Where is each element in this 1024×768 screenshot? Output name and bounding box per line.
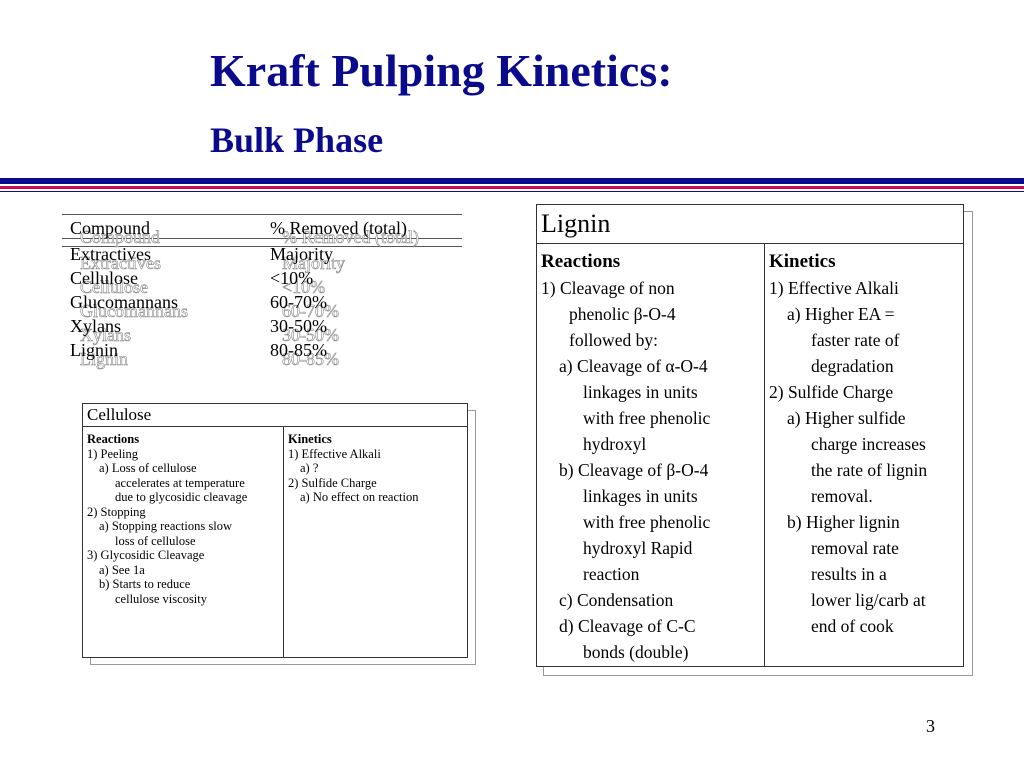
column-divider (283, 427, 284, 657)
list-item: a) Cleavage of α-O-4 (559, 356, 708, 376)
title-rule-blue (0, 178, 1024, 184)
list-item: a) See 1a (99, 562, 145, 577)
reactions-heading: Reactions (541, 251, 621, 272)
list-item: faster rate of (811, 330, 900, 350)
header-removed: % Removed (total) (270, 218, 407, 238)
list-item: removal rate (811, 538, 899, 558)
cellulose-header: Cellulose (83, 404, 467, 427)
removed-value: 60-70% (270, 292, 327, 312)
list-item: 1) Effective Alkali (769, 278, 899, 298)
list-item: a) ? (300, 461, 319, 475)
list-item: b) Starts to reduce (99, 577, 191, 591)
page-number: 3 (926, 716, 935, 736)
list-item: hydroxyl Rapid (583, 538, 693, 558)
list-item: accelerates at temperature (115, 475, 245, 490)
list-item: loss of cellulose (115, 533, 196, 548)
kinetics-heading: Kinetics (288, 432, 332, 446)
list-item: a) Loss of cellulose (99, 461, 197, 475)
list-item: 1) Cleavage of non (541, 278, 675, 298)
cell-shadow: Extractives (80, 253, 162, 274)
compound-name: Glucomannans (70, 292, 178, 312)
list-item: phenolic β-O-4 (569, 304, 676, 324)
cell-shadow: Cellulose (80, 277, 149, 298)
list-item: charge increases (811, 434, 926, 454)
list-item: linkages in units (583, 382, 698, 402)
table-rule (62, 238, 462, 239)
list-item: reaction (583, 564, 640, 584)
list-item: removal. (811, 486, 873, 506)
list-item: due to glycosidic cleavage (115, 490, 248, 504)
header-shadow: % Removed (total) (282, 227, 420, 248)
list-item: a) No effect on reaction (300, 490, 419, 504)
list-item: bonds (double) (583, 642, 689, 662)
title-rule-thin (0, 191, 1024, 192)
list-item: cellulose viscosity (115, 591, 207, 606)
cellulose-box: Cellulose Reactions 1) Peeling a) Loss o… (82, 403, 468, 658)
compound-name: Extractives (70, 244, 151, 264)
lignin-header: Lignin (537, 205, 963, 244)
compound-name: Cellulose (70, 268, 138, 288)
list-item: d) Cleavage of C-C (559, 616, 696, 636)
removed-value: 80-85% (270, 340, 327, 360)
list-item: b) Higher lignin (787, 512, 900, 532)
reactions-heading: Reactions (87, 432, 140, 446)
list-item: linkages in units (583, 486, 698, 506)
list-item: a) Higher EA = (787, 304, 895, 324)
list-item: 1) Peeling (87, 446, 139, 461)
cell-shadow: Lignin (80, 349, 129, 370)
table-rule (62, 214, 462, 215)
kinetics-heading: Kinetics (769, 251, 836, 272)
cell-shadow: Majority (282, 253, 346, 274)
cellulose-kinetics: Kinetics 1) Effective Alkali a) ? 2) Sul… (288, 432, 464, 505)
lignin-kinetics: Kinetics 1) Effective Alkali a) Higher E… (769, 249, 959, 639)
cellulose-reactions: Reactions 1) Peeling a) Loss of cellulos… (87, 432, 281, 606)
lignin-box: Lignin Reactions 1) Cleavage of non phen… (536, 204, 964, 667)
list-item: degradation (811, 356, 894, 376)
cell-shadow: Glucomannans (80, 301, 189, 322)
removed-value: <10% (270, 268, 314, 288)
list-item: 3) Glycosidic Cleavage (87, 548, 205, 562)
cell-shadow: <10% (282, 277, 326, 298)
list-item: lower lig/carb at (811, 590, 926, 610)
cell-shadow: Xylans (80, 325, 132, 346)
list-item: end of cook (811, 616, 894, 636)
removed-value: Majority (270, 244, 333, 264)
list-item: a) Higher sulfide (787, 408, 906, 428)
list-item: 2) Sulfide Charge (769, 382, 894, 402)
list-item: 1) Effective Alkali (288, 446, 381, 461)
slide-title: Kraft Pulping Kinetics: (210, 45, 673, 96)
column-divider (764, 244, 765, 666)
header-shadow: Compound (80, 227, 161, 248)
table-rule (62, 246, 462, 247)
cell-shadow: 60-70% (282, 301, 340, 322)
removed-value: 30-50% (270, 316, 327, 336)
lignin-title: Lignin (541, 209, 611, 238)
list-item: with free phenolic (583, 512, 711, 532)
cell-shadow: 30-50% (282, 325, 340, 346)
compound-name: Xylans (70, 316, 121, 336)
title-rule-red (0, 186, 1024, 189)
list-item: 2) Sulfide Charge (288, 475, 377, 490)
list-item: c) Condensation (559, 590, 674, 610)
header-compound: Compound (70, 218, 151, 238)
list-item: a) Stopping reactions slow (99, 519, 232, 533)
list-item: followed by: (569, 330, 658, 350)
list-item: 2) Stopping (87, 504, 146, 519)
compound-name: Lignin (70, 340, 118, 360)
slide-subtitle: Bulk Phase (210, 120, 384, 160)
lignin-reactions: Reactions 1) Cleavage of non phenolic β-… (541, 249, 763, 665)
cellulose-title: Cellulose (87, 405, 152, 424)
list-item: results in a (811, 564, 887, 584)
list-item: the rate of lignin (811, 460, 928, 480)
cell-shadow: 80-85% (282, 349, 340, 370)
list-item: hydroxyl (583, 434, 647, 454)
list-item: with free phenolic (583, 408, 711, 428)
list-item: b) Cleavage of β-O-4 (559, 460, 709, 480)
